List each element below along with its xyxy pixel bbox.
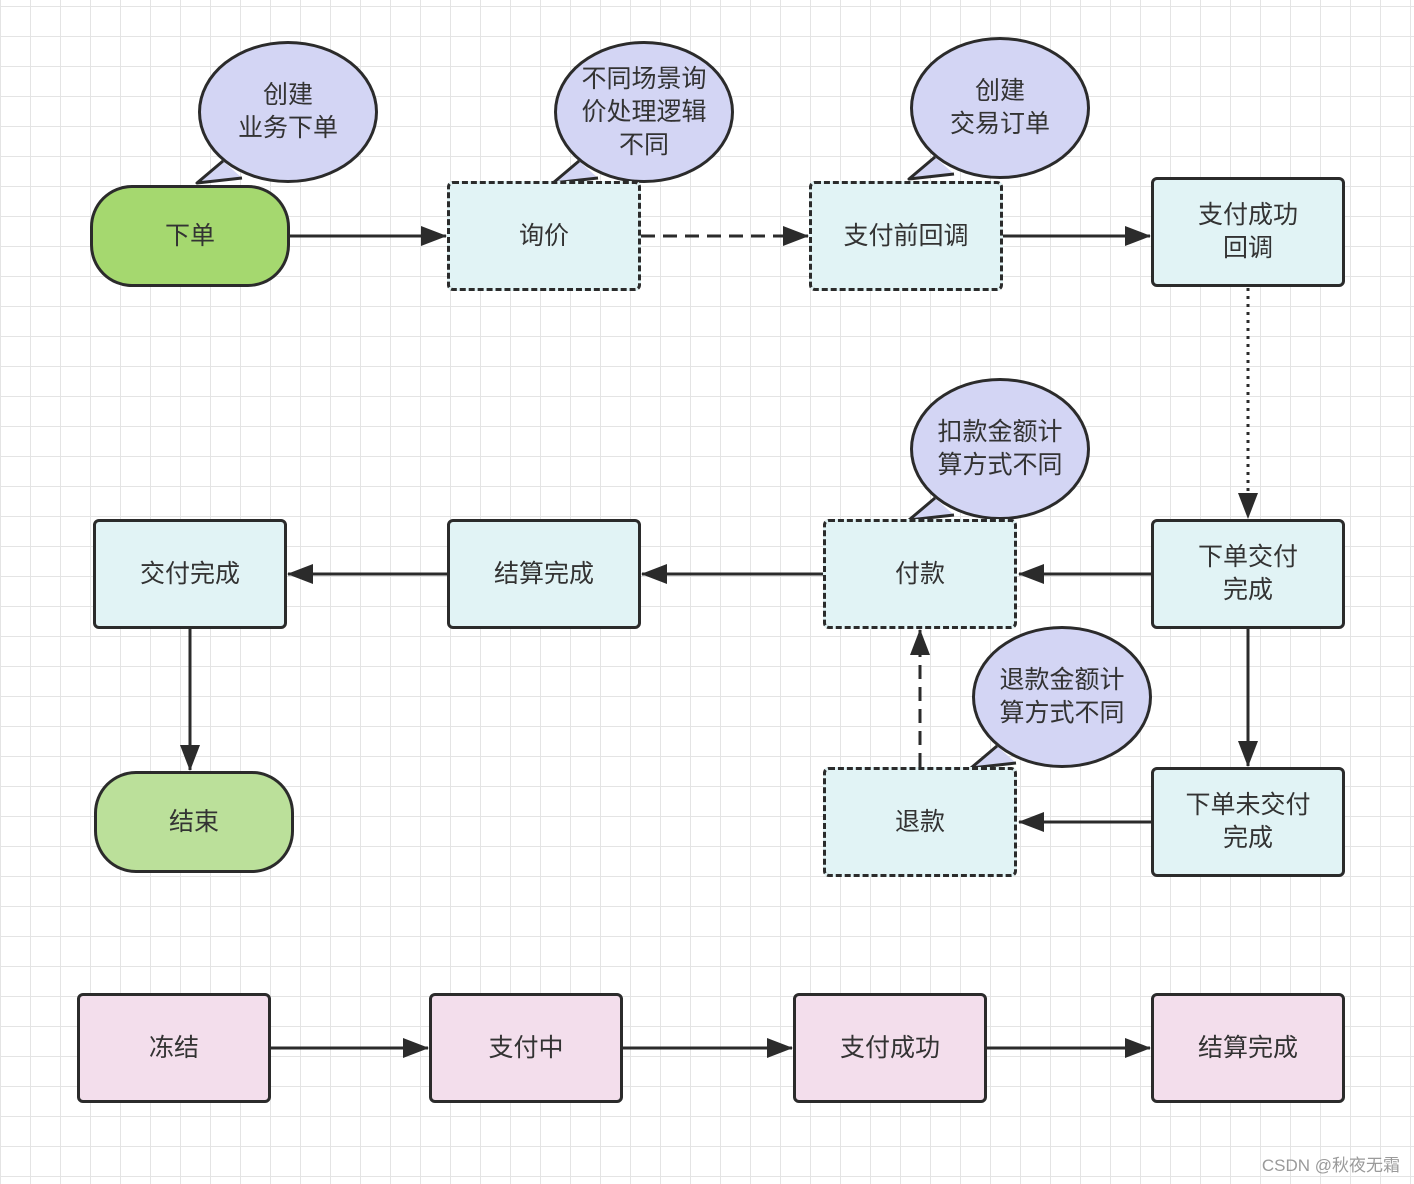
node-dongjie[interactable]: 冻结 bbox=[77, 993, 271, 1103]
callout-tuikuan-note: 退款金额计 算方式不同 bbox=[972, 626, 1152, 768]
node-xiadan-wei-jiaofu-wancheng[interactable]: 下单未交付 完成 bbox=[1151, 767, 1345, 877]
node-jiesuan-wancheng-2[interactable]: 结算完成 bbox=[1151, 993, 1345, 1103]
node-xunjia[interactable]: 询价 bbox=[447, 181, 641, 291]
node-xiadan-jiaofu-wancheng[interactable]: 下单交付 完成 bbox=[1151, 519, 1345, 629]
node-jiesuan-wancheng[interactable]: 结算完成 bbox=[447, 519, 641, 629]
callout-chuangjian-yewu: 创建 业务下单 bbox=[198, 41, 378, 183]
node-xiadan[interactable]: 下单 bbox=[90, 185, 290, 287]
node-zhifuzhong[interactable]: 支付中 bbox=[429, 993, 623, 1103]
callout-tail-chuangjian-jiaoyi bbox=[907, 155, 955, 181]
callout-xunjia-note: 不同场景询 价处理逻辑 不同 bbox=[554, 41, 734, 183]
node-zhifu-chenggong[interactable]: 支付成功 bbox=[793, 993, 987, 1103]
node-zhifu-chenggong-huidiao[interactable]: 支付成功 回调 bbox=[1151, 177, 1345, 287]
node-jieshu[interactable]: 结束 bbox=[94, 771, 294, 873]
callout-koukuan-note: 扣款金额计 算方式不同 bbox=[910, 378, 1090, 520]
callout-tail-chuangjian-yewu bbox=[195, 159, 243, 185]
node-fukuan[interactable]: 付款 bbox=[823, 519, 1017, 629]
watermark: CSDN @秋夜无霜 bbox=[1261, 1156, 1400, 1175]
node-tuikuan[interactable]: 退款 bbox=[823, 767, 1017, 877]
callout-chuangjian-jiaoyi: 创建 交易订单 bbox=[910, 37, 1090, 179]
node-jiaofu-wancheng[interactable]: 交付完成 bbox=[93, 519, 287, 629]
node-zhifu-qian-huidiao[interactable]: 支付前回调 bbox=[809, 181, 1003, 291]
